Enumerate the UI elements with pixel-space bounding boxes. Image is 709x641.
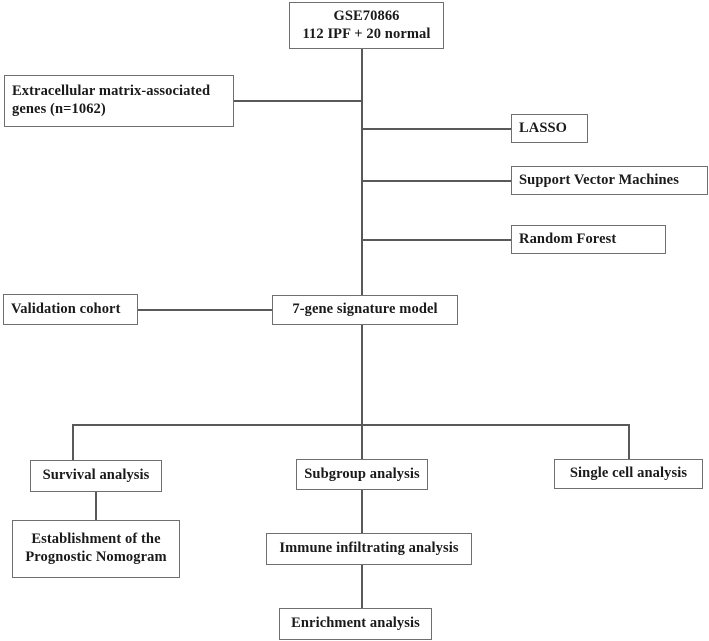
connector-spine-to-svm — [361, 180, 512, 182]
node-random-forest[interactable]: Random Forest — [511, 225, 666, 254]
connector-bar-to-survival — [72, 424, 74, 460]
node-nomogram-label: Establishment of the Prognostic Nomogram — [25, 531, 167, 565]
connector-subgroup-to-immune — [361, 490, 363, 533]
node-lasso-label: LASSO — [519, 119, 568, 136]
node-survival-analysis-label: Survival analysis — [42, 467, 150, 484]
connector-immune-to-enrichment — [361, 565, 363, 608]
node-dataset[interactable]: GSE70866 112 IPF + 20 normal — [289, 2, 444, 49]
connector-bar-to-subgroup — [361, 424, 363, 459]
node-ecm-genes[interactable]: Extracellular matrix-associated genes (n… — [4, 75, 234, 127]
connector-spine-to-lasso — [361, 128, 512, 130]
node-enrichment-analysis-label: Enrichment analysis — [291, 615, 420, 632]
connector-validation-to-model — [138, 309, 273, 311]
node-enrichment-analysis[interactable]: Enrichment analysis — [279, 608, 432, 640]
node-support-vector-machines-label: Support Vector Machines — [519, 171, 679, 188]
connector-spine-to-random-forest — [361, 239, 512, 241]
connector-spine-to-ecm — [234, 100, 362, 102]
connector-survival-to-nomogram — [95, 492, 97, 520]
connector-dataset-spine — [361, 49, 363, 295]
node-nomogram[interactable]: Establishment of the Prognostic Nomogram — [12, 520, 180, 578]
node-validation-cohort[interactable]: Validation cohort — [3, 294, 138, 325]
node-lasso[interactable]: LASSO — [511, 114, 588, 143]
node-ecm-genes-label: Extracellular matrix-associated genes (n… — [12, 83, 211, 117]
connector-model-down — [361, 325, 363, 425]
connector-three-way-bar — [72, 424, 629, 426]
node-dataset-label: GSE70866 112 IPF + 20 normal — [302, 7, 431, 42]
node-validation-cohort-label: Validation cohort — [11, 300, 121, 317]
node-subgroup-analysis[interactable]: Subgroup analysis — [296, 459, 428, 490]
node-single-cell-analysis[interactable]: Single cell analysis — [554, 459, 703, 489]
node-support-vector-machines[interactable]: Support Vector Machines — [511, 166, 708, 195]
node-immune-infiltrating[interactable]: Immune infiltrating analysis — [266, 533, 472, 565]
node-subgroup-analysis-label: Subgroup analysis — [304, 465, 420, 482]
node-random-forest-label: Random Forest — [519, 230, 617, 247]
node-signature-model-label: 7-gene signature model — [292, 301, 438, 318]
node-survival-analysis[interactable]: Survival analysis — [30, 460, 162, 492]
node-signature-model[interactable]: 7-gene signature model — [272, 295, 458, 325]
node-immune-infiltrating-label: Immune infiltrating analysis — [279, 540, 459, 557]
connector-bar-to-single-cell — [628, 424, 630, 459]
node-single-cell-analysis-label: Single cell analysis — [569, 465, 688, 482]
